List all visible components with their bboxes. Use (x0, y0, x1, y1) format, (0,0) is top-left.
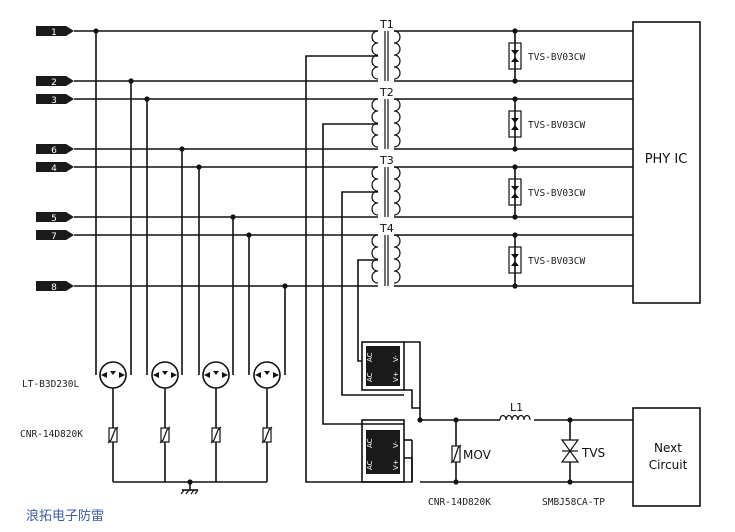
transformer-t3: T3 (371, 154, 401, 217)
input-junctions (93, 28, 288, 289)
tvs-device-2: TVS-BV03CW (508, 96, 585, 152)
pin-tag-7: 7 (36, 230, 74, 242)
pin-3-label: 3 (51, 96, 57, 106)
output-mov: MOV (450, 420, 492, 482)
bridge-2-ac1: AC (366, 438, 374, 448)
bridge-2-vminus: V- (392, 441, 400, 448)
ground-bus (113, 479, 267, 495)
mov-1 (107, 426, 119, 482)
tvs-device-3: TVS-BV03CW (508, 164, 585, 220)
bridge-2: AC AC V- V+ (361, 419, 405, 483)
gdt-drops (95, 31, 286, 375)
pin-tag-1: 1 (36, 26, 74, 38)
gdt-4 (253, 361, 281, 428)
tvs-label-3: TVS-BV03CW (528, 188, 585, 199)
next-circuit-line1: Next (654, 441, 682, 455)
mov-2 (159, 426, 171, 482)
pin-1-label: 1 (51, 28, 57, 38)
gdt-part-label: LT-B3D230L (22, 379, 79, 390)
mov-3 (210, 426, 222, 482)
phy-ic-label: PHY IC (645, 152, 688, 167)
output-tvs-part-label: SMBJ58CA-TP (542, 497, 605, 508)
tvs-device-1: TVS-BV03CW (508, 28, 585, 84)
inductor-label: L1 (510, 401, 523, 414)
inductor-l1: L1 (499, 401, 534, 425)
center-taps (305, 55, 413, 483)
pin-tag-2: 2 (36, 76, 74, 88)
output-tvs-symbol-label: TVS (581, 446, 605, 460)
tvs-label-2: TVS-BV03CW (528, 120, 585, 131)
bridge-junctions (417, 417, 573, 485)
t2-label: T2 (379, 86, 394, 99)
tvs-label-4: TVS-BV03CW (528, 256, 585, 267)
transformer-array: T1 T2 T3 T4 (371, 18, 401, 286)
mov-4 (261, 426, 273, 482)
output-mov-symbol-label: MOV (463, 448, 492, 462)
gdt-3 (202, 361, 230, 428)
phy-ic-block: PHY IC (632, 21, 701, 304)
tvs-array: TVS-BV03CW TVS-BV03CW TVS-BV03CW TVS-BV0… (508, 28, 585, 289)
pin-tag-6: 6 (36, 144, 74, 156)
bridge-rectifiers: AC AC V- V+ AC AC V- V+ (361, 341, 405, 483)
gdt-2 (151, 361, 179, 428)
pin-8-label: 8 (51, 283, 57, 293)
pin-2-label: 2 (51, 78, 57, 88)
bridge-1: AC AC V- V+ (361, 341, 405, 391)
pin-6-label: 6 (51, 146, 57, 156)
pin-tags: 1 2 3 6 4 5 7 8 (36, 26, 74, 293)
watermark-text: 浪拓电子防雷 (26, 508, 104, 524)
mov-part-label: CNR-14D820K (20, 429, 83, 440)
output-tvs: TVS (560, 420, 605, 482)
t1-label: T1 (379, 18, 394, 31)
output-mov-part-label: CNR-14D820K (428, 497, 491, 508)
pin-tag-3: 3 (36, 94, 74, 106)
bridge-1-ac2: AC (366, 372, 374, 382)
next-circuit-block: Next Circuit (632, 407, 701, 507)
mov-array: CNR-14D820K (20, 426, 273, 482)
gdt-1 (99, 361, 127, 428)
pin-4-label: 4 (51, 164, 57, 174)
gdt-array: LT-B3D230L (22, 361, 281, 428)
transformer-t1: T1 (371, 18, 401, 81)
pin-7-label: 7 (51, 232, 57, 242)
next-circuit-line2: Circuit (649, 458, 688, 472)
bridge-2-vplus: V+ (392, 459, 400, 470)
pin-5-label: 5 (51, 214, 57, 224)
tvs-device-4: TVS-BV03CW (508, 232, 585, 289)
transformer-t4: T4 (371, 222, 401, 286)
tvs-label-1: TVS-BV03CW (528, 52, 585, 63)
pin-tag-8: 8 (36, 281, 74, 293)
bridge-1-ac1: AC (366, 352, 374, 362)
pin-tag-4: 4 (36, 162, 74, 174)
bridge-1-vminus: V- (392, 355, 400, 362)
bridge-1-vplus: V+ (392, 371, 400, 382)
transformer-t2: T2 (371, 86, 401, 149)
t3-label: T3 (379, 154, 394, 167)
bridge-2-ac2: AC (366, 460, 374, 470)
pin-tag-5: 5 (36, 212, 74, 224)
input-lines (74, 30, 378, 287)
t4-label: T4 (379, 222, 394, 235)
